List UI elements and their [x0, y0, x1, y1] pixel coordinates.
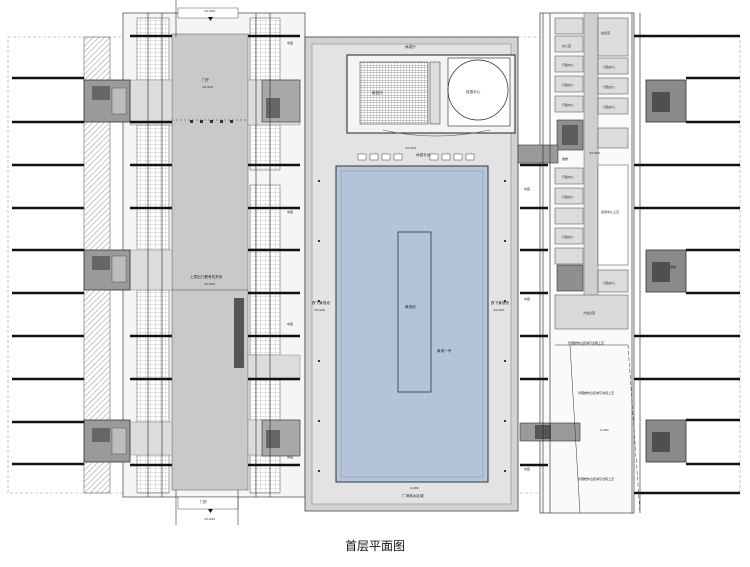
east-structural-bars — [520, 34, 740, 495]
ground-floor-plan: 门厅 ±0.000 上层出门看有机关系 ±0.000 跌下景观池 ±0.000 … — [7, 0, 741, 525]
label-east-office-4: 行政办公 — [562, 82, 574, 87]
label-info-center: 信息中心 — [466, 89, 481, 94]
drawing-caption: 首层平面图 — [344, 539, 405, 553]
plan-labels: 门厅 ±0.000 上层出门看有机关系 ±0.000 跌下景观池 ±0.000 … — [190, 9, 676, 521]
label-hall-west: 上层出门看有机关系 — [190, 274, 223, 279]
label-east-big-room: 大会议室 — [583, 310, 595, 315]
label-side-3: 中庭 — [287, 321, 293, 326]
label-east-office-10: 行政办公 — [562, 194, 574, 199]
label-side-4: 中庭 — [287, 454, 293, 459]
auditorium-seating — [359, 61, 429, 125]
label-east-office-2: 办公室 — [562, 43, 571, 48]
label-north-deck-elev: ±0.000 — [405, 146, 416, 150]
label-east-office-7: 行政办公 — [603, 84, 615, 89]
label-lobby: 门厅 — [202, 77, 210, 82]
label-side-1: 中庭 — [287, 40, 293, 45]
label-east-office-11: 行政办公 — [562, 234, 574, 239]
landscape-pool — [335, 165, 489, 483]
label-east-office-9: 行政办公 — [562, 174, 574, 179]
label-east-lower-3: 管理楼休息区域与法院上空 — [578, 476, 614, 481]
west-corridor — [171, 33, 249, 491]
label-lecture: 报告厅 — [372, 90, 383, 95]
label-east-stair-1: 楼梯 — [562, 156, 568, 161]
label-foyer: 休息厅 — [405, 44, 416, 49]
central-block — [304, 36, 519, 512]
label-east-office-6: 行政办公 — [603, 64, 615, 69]
label-east-elev: ±0.000 — [589, 151, 600, 155]
west-wing — [83, 12, 306, 498]
label-east-elev2: 0.000 — [600, 428, 609, 432]
west-structural-bars — [12, 34, 300, 467]
east-wing — [517, 12, 687, 514]
label-east-office-8: 行政办公 — [603, 104, 615, 109]
label-south-mark: ±0.000 — [204, 517, 215, 521]
label-east-office-3: 行政办公 — [562, 62, 574, 67]
label-sink-west: 跌下景观池 — [312, 300, 330, 305]
label-pool: 景观池 — [405, 304, 416, 309]
label-side-6: 中庭 — [524, 296, 530, 301]
label-east-lower-2: 管理楼休息区域与法院上空 — [578, 390, 614, 395]
label-side-5: 中庭 — [524, 186, 530, 191]
info-center-dome — [447, 59, 509, 121]
label-east-office-12: 行政办公 — [603, 280, 615, 285]
label-courtyard: 门厅 — [200, 499, 208, 504]
label-east-lower-1: 管理楼休息区域与法院上空 — [568, 340, 604, 345]
label-sink-west-elev: ±0.000 — [314, 308, 325, 312]
label-south-elev: 0.000 — [410, 486, 419, 490]
label-east-office-5: 行政办公 — [562, 102, 574, 107]
label-lobby-elev: ±0.000 — [202, 85, 213, 89]
label-east-hall: 接待中心上空 — [601, 209, 619, 214]
label-side-7: 中庭 — [524, 466, 530, 471]
label-east-stair-2: 楼梯 — [670, 264, 676, 269]
label-hall-west-elev: ±0.000 — [204, 282, 215, 286]
label-north-deck: 休息平台 — [416, 152, 431, 157]
label-side-2: 中庭 — [287, 209, 293, 214]
label-island: 景观一号 — [437, 348, 452, 353]
label-sink-east-elev: ±0.000 — [493, 308, 504, 312]
label-east-office-1: 会议室 — [601, 30, 610, 35]
label-south: 广场临水区域 — [402, 493, 424, 498]
label-sink-east: 跌下景观池 — [491, 300, 509, 305]
east-big-meeting-room — [554, 294, 629, 330]
pool-island — [397, 231, 432, 393]
label-north-mark: ±0.000 — [204, 9, 215, 13]
